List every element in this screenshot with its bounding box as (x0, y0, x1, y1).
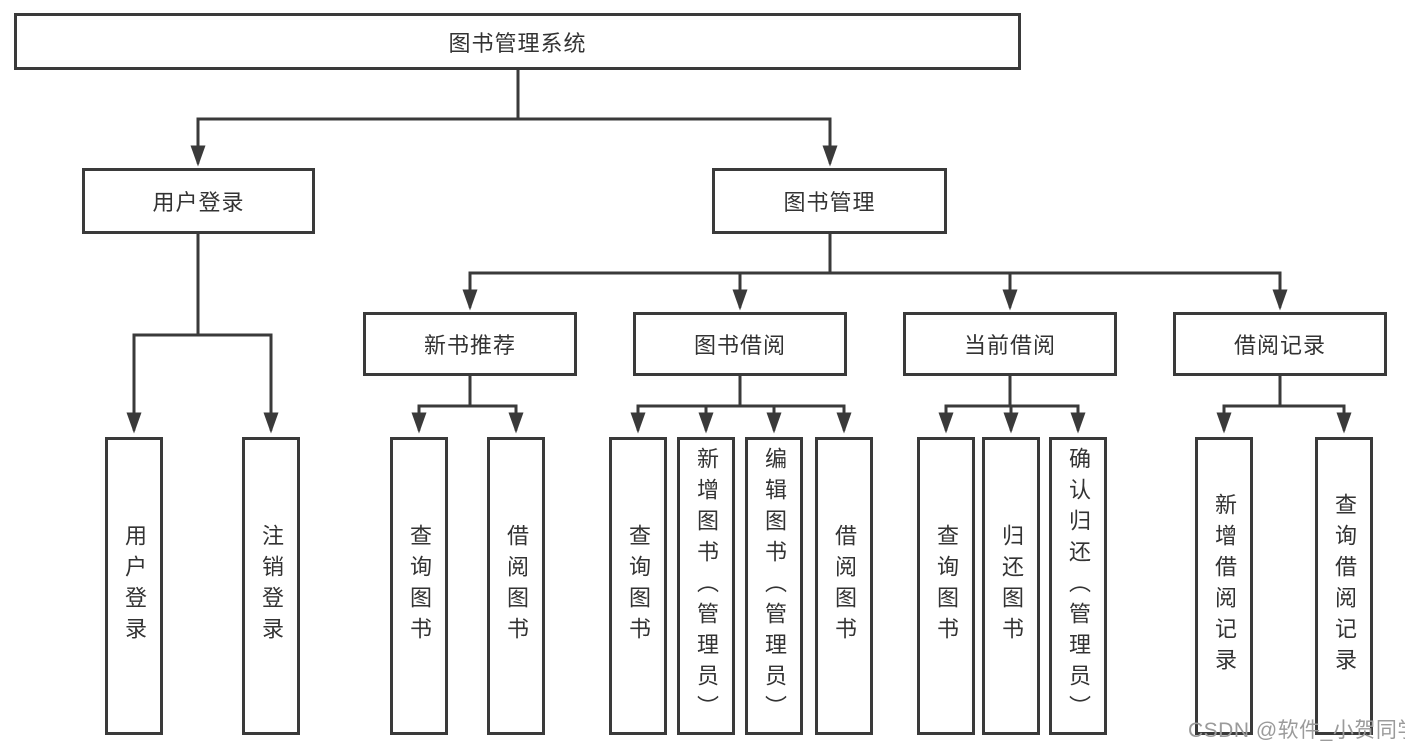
node-leaf-borrow-books: 借阅图书 (487, 437, 545, 735)
node-label: 查询图书 (934, 524, 959, 648)
node-label: 借阅图书 (504, 524, 529, 648)
node-leaf-query-borrow-record: 查询借阅记录 (1315, 437, 1373, 735)
node-leaf-borrow-books: 借阅图书 (815, 437, 873, 735)
node-label: 编辑图书（管理员） (762, 446, 787, 726)
node-label: 图书管理 (783, 190, 876, 215)
node-leaf-user-login: 用户登录 (105, 437, 163, 735)
node-label: 查询图书 (626, 524, 651, 648)
node-label: 借阅记录 (1233, 333, 1326, 358)
node-label: 图书借阅 (693, 333, 786, 358)
csdn-watermark: CSDN @软件_小贺同学 (1188, 719, 1405, 742)
node-label: 当前借阅 (963, 333, 1056, 358)
node-label: 借阅图书 (832, 524, 857, 648)
node-book-borrowing: 图书借阅 (633, 312, 847, 376)
node-label: 新增借阅记录 (1212, 493, 1237, 679)
node-label: 用户登录 (152, 190, 245, 215)
node-library-management-system: 图书管理系统 (14, 13, 1021, 70)
node-leaf-return-books: 归还图书 (982, 437, 1040, 735)
node-leaf-add-books-admin: 新增图书（管理员） (677, 437, 735, 735)
node-label: 新书推荐 (423, 333, 516, 358)
node-label: 归还图书 (999, 524, 1024, 648)
node-leaf-query-books: 查询图书 (390, 437, 448, 735)
node-book-management-module: 图书管理 (712, 168, 947, 234)
node-leaf-edit-books-admin: 编辑图书（管理员） (745, 437, 803, 735)
node-user-login-module: 用户登录 (82, 168, 315, 234)
node-label: 图书管理系统 (448, 30, 587, 56)
node-label: 新增图书（管理员） (694, 446, 719, 726)
node-label: 确认归还（管理员） (1066, 446, 1091, 726)
node-leaf-query-books: 查询图书 (917, 437, 975, 735)
node-label: 用户登录 (122, 524, 147, 648)
node-leaf-add-borrow-record: 新增借阅记录 (1195, 437, 1253, 735)
node-leaf-confirm-return-admin: 确认归还（管理员） (1049, 437, 1107, 735)
node-label: 查询借阅记录 (1332, 493, 1357, 679)
node-leaf-query-books: 查询图书 (609, 437, 667, 735)
node-label: 注销登录 (259, 524, 284, 648)
node-current-borrowing: 当前借阅 (903, 312, 1117, 376)
node-borrowing-records: 借阅记录 (1173, 312, 1387, 376)
node-label: 查询图书 (407, 524, 432, 648)
node-new-book-recommend: 新书推荐 (363, 312, 577, 376)
node-leaf-logout: 注销登录 (242, 437, 300, 735)
